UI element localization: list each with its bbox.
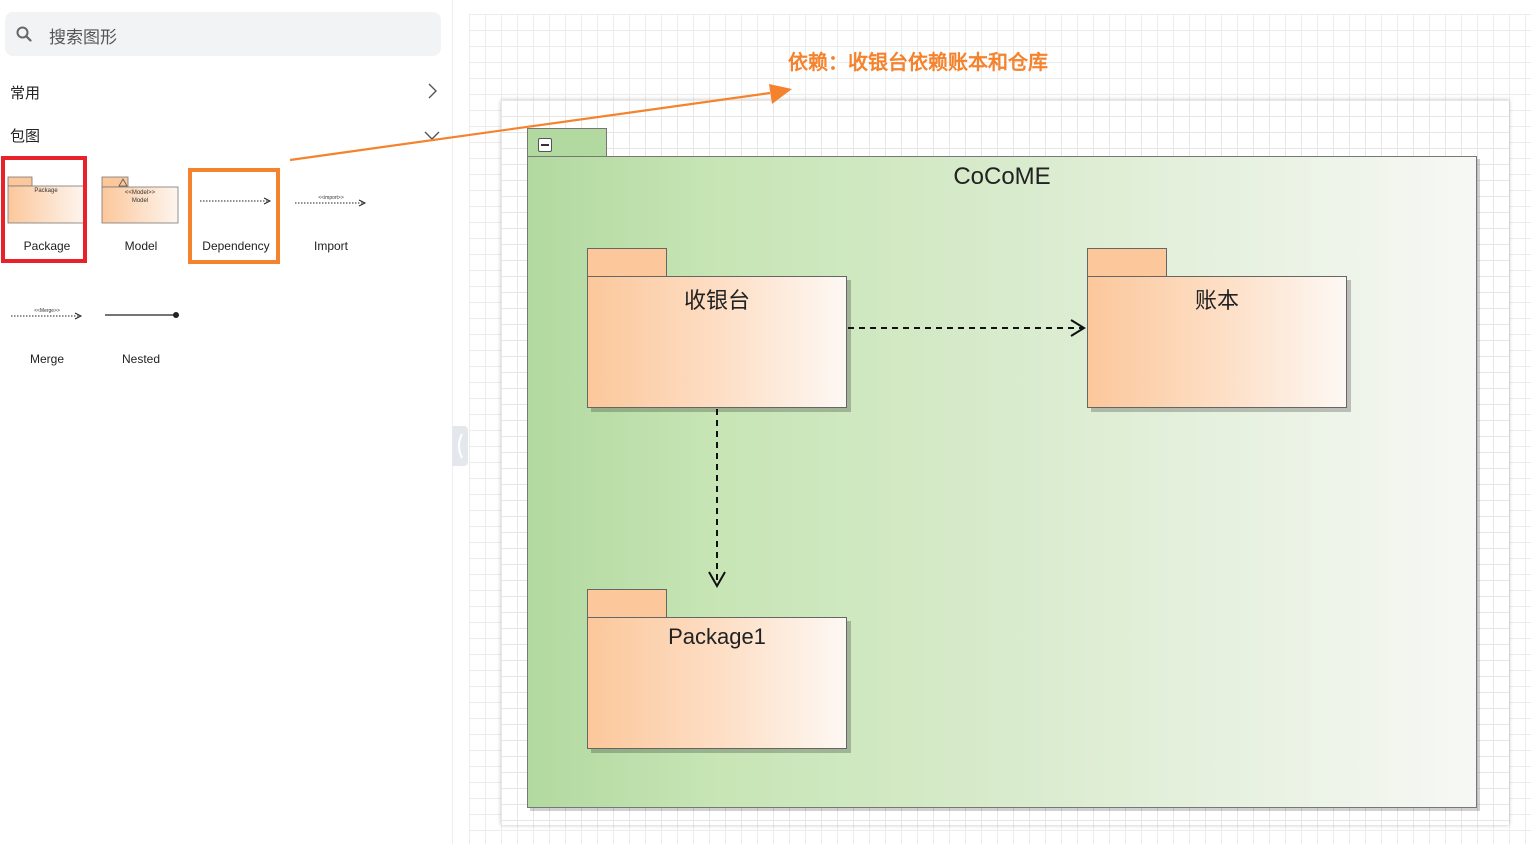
package-ledger[interactable]	[1087, 276, 1347, 408]
shape-label-package: Package	[23, 239, 71, 253]
search-placeholder: 搜索图形	[49, 28, 117, 48]
package-cashier-name[interactable]: 收银台	[683, 288, 750, 313]
collapse-chevron-icon	[458, 433, 463, 459]
shape-label-model: Model	[124, 239, 158, 253]
sidebar-collapse-handle[interactable]	[452, 426, 468, 466]
package1-tab[interactable]	[587, 589, 667, 617]
package-thumbnail-icon: Package	[7, 176, 85, 224]
shape-label-import: Import	[313, 239, 348, 253]
collapse-package-icon[interactable]	[538, 138, 552, 152]
section-package-diagram[interactable]: 包图	[10, 127, 41, 145]
shape-label-dependency: Dependency	[202, 239, 270, 253]
nested-thumbnail-icon	[105, 312, 179, 318]
model-thumbnail-icon: <<Model>> Model	[101, 176, 179, 224]
svg-text:<<import>>: <<import>>	[318, 195, 344, 201]
package1[interactable]	[587, 617, 847, 749]
package-thumb-text: Package	[34, 188, 58, 194]
annotation-text: 依赖：收银台依赖账本和仓库	[788, 50, 1048, 74]
shape-model[interactable]: <<Model>> Model Model	[97, 160, 185, 260]
package-ledger-name[interactable]: 账本	[1194, 288, 1239, 313]
package1-name[interactable]: Package1	[668, 624, 766, 649]
chevron-down-icon[interactable]	[424, 127, 440, 143]
merge-thumbnail-icon: <<Merge>>	[11, 308, 83, 320]
svg-text:<<Model>>: <<Model>>	[125, 190, 156, 196]
dependency-highlight-box	[188, 168, 280, 264]
shape-label-merge: Merge	[29, 352, 64, 366]
chevron-right-icon[interactable]	[424, 83, 440, 99]
section-common[interactable]: 常用	[10, 84, 41, 102]
package-cashier[interactable]	[587, 276, 847, 408]
package-cashier-tab[interactable]	[587, 248, 667, 276]
cocome-package-name[interactable]: CoCoME	[953, 163, 1051, 190]
svg-text:Model: Model	[132, 198, 148, 204]
shape-package[interactable]: Package Package	[3, 160, 91, 260]
shape-search-box[interactable]: 搜索图形	[5, 12, 441, 56]
shape-dependency[interactable]: Dependency	[192, 160, 280, 260]
shape-nested[interactable]: Nested	[97, 273, 185, 373]
dependency-thumbnail-icon	[200, 197, 272, 205]
shape-merge[interactable]: <<Merge>> Merge	[3, 273, 91, 373]
sidebar-divider	[452, 0, 453, 844]
shape-label-nested: Nested	[121, 352, 161, 366]
shape-import[interactable]: <<import>> Import	[287, 160, 375, 260]
import-thumbnail-icon: <<import>>	[295, 195, 367, 207]
svg-text:<<Merge>>: <<Merge>>	[34, 308, 60, 314]
package-highlight-box	[1, 156, 87, 263]
package-ledger-tab[interactable]	[1087, 248, 1167, 276]
search-icon	[16, 26, 32, 42]
shape-library-sidebar: 搜索图形 常用 包图 Package Package <<Model>> Mod…	[0, 0, 452, 844]
